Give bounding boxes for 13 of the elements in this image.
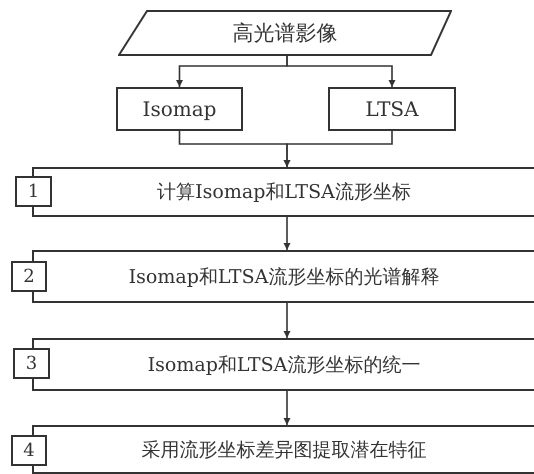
arrow — [284, 131, 393, 167]
step-number-box: 4 — [11, 435, 47, 466]
step-number-box: 2 — [11, 261, 47, 292]
input-parallelogram: 高光谱影像 — [118, 10, 452, 56]
arrow — [284, 303, 290, 338]
step-number-box: 1 — [15, 176, 52, 207]
arrow — [284, 391, 290, 425]
arrow — [284, 217, 290, 250]
step-number-box: 3 — [13, 348, 50, 379]
method-box: Isomap — [116, 87, 243, 131]
step-box: Isomap和LTSA流形坐标的光谱解释 — [32, 250, 534, 303]
method-box: LTSA — [328, 87, 456, 131]
arrow — [286, 56, 396, 87]
